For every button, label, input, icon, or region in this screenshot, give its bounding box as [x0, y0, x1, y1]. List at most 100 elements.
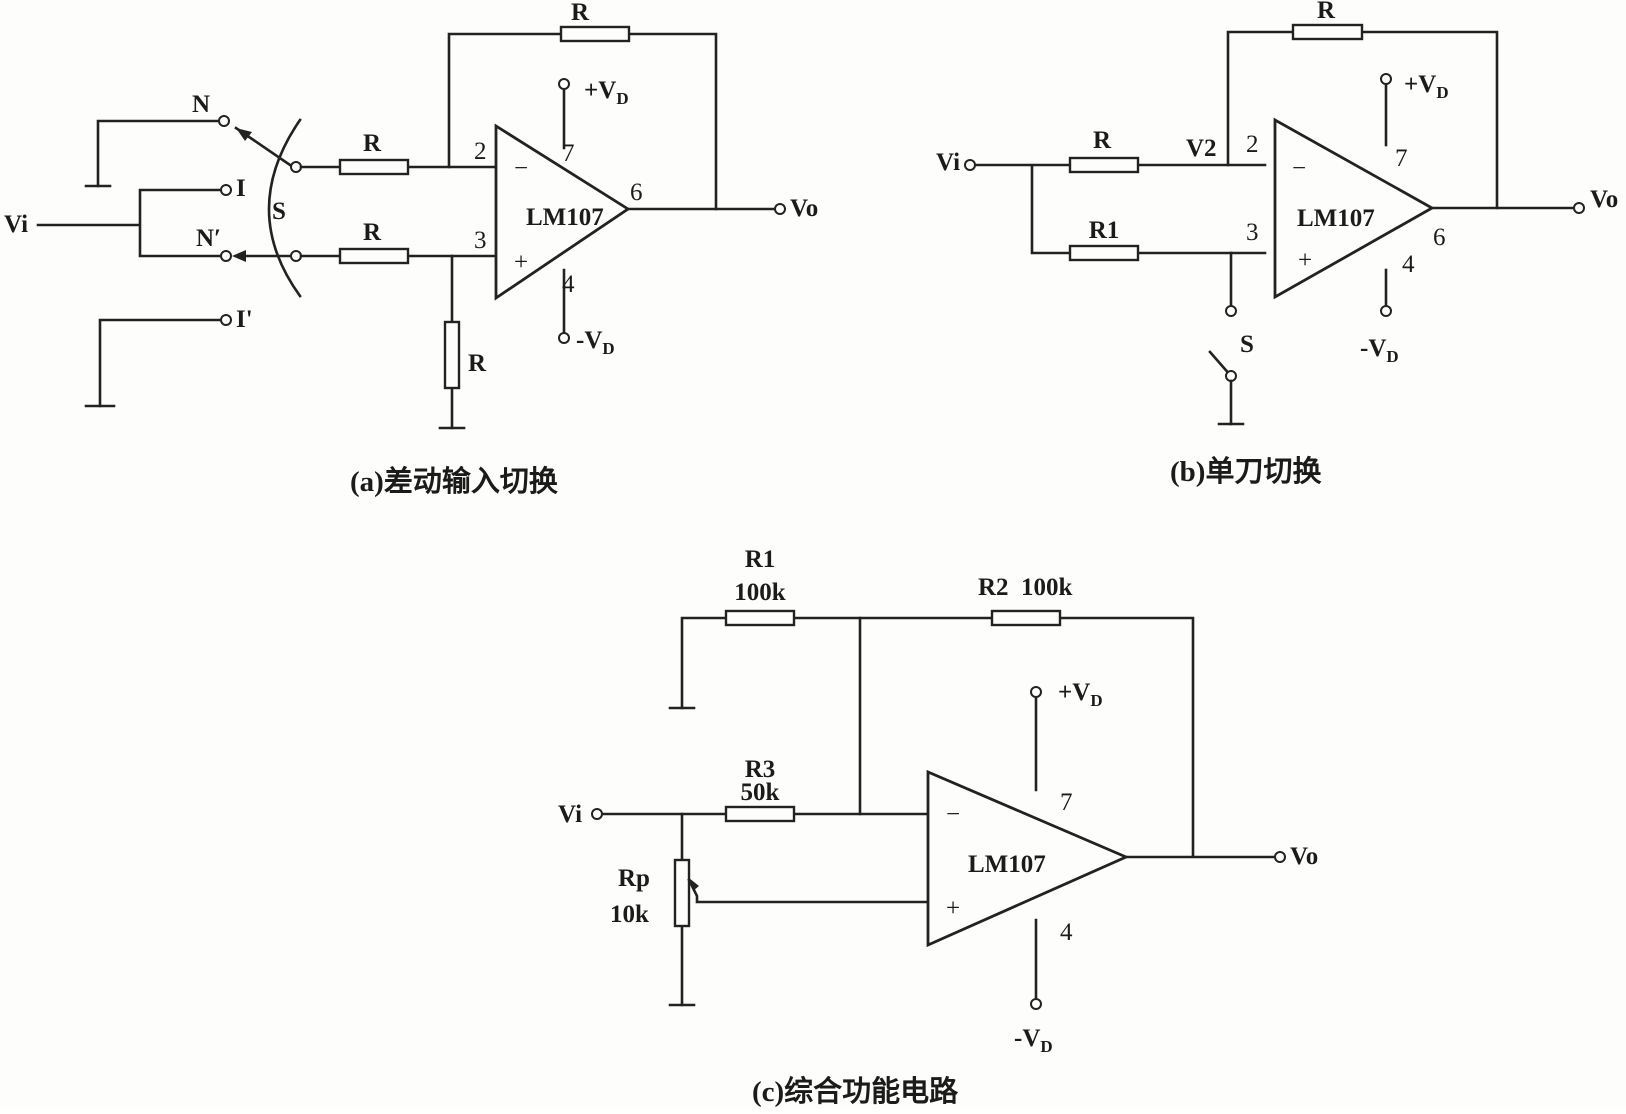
terminal-a-i[interactable]: [220, 184, 232, 196]
label-b-pin-inv: 2: [1246, 131, 1259, 158]
wire-b-inputs: [974, 163, 1267, 255]
label-b-r-inv: R: [1093, 127, 1112, 154]
wire-a-vi-bus: [36, 188, 224, 258]
label-a-r-feedback: R: [571, 0, 590, 26]
resistor-a-feedback: [559, 25, 631, 43]
label-b-supply-neg: -VD: [1360, 335, 1399, 366]
terminal-a-n[interactable]: [218, 115, 230, 127]
wire-b-feedback: [1226, 30, 1499, 210]
label-c-pin-vpos: 7: [1060, 789, 1073, 816]
label-b-r-feedback: R: [1317, 0, 1336, 24]
label-a-pin-noninv: 3: [474, 227, 487, 254]
label-c-sign-noninv: +: [946, 895, 960, 922]
circuit-a: R R R R N I N′ I' S Vi Vo LM107 2 3 7 4 …: [4, 0, 818, 498]
label-b-switch: S: [1240, 331, 1254, 358]
wire-a-feedback: [447, 32, 718, 211]
label-a-sign-inv: −: [514, 155, 528, 182]
label-c-supply-neg: -VD: [1014, 1025, 1053, 1056]
label-c-vi: Vi: [558, 801, 582, 828]
label-b-pin-noninv: 3: [1246, 219, 1259, 246]
terminal-a-vpos: [558, 78, 570, 90]
caption-b: (b)单刀切换: [1170, 455, 1322, 488]
label-b-sign-noninv: +: [1298, 247, 1312, 274]
label-a-opamp: LM107: [526, 204, 604, 231]
label-c-opamp: LM107: [968, 851, 1046, 878]
label-a-sign-noninv: +: [514, 249, 528, 276]
caption-a: (a)差动输入切换: [350, 464, 559, 498]
label-a-r-ground: R: [468, 350, 487, 377]
label-a-supply-pos: +VD: [584, 77, 629, 108]
switch-b-pivot: [1225, 370, 1237, 382]
label-c-vo: Vo: [1290, 843, 1318, 870]
opamp-a: [494, 123, 631, 301]
label-c-r3-name: R3: [745, 756, 776, 783]
label-a-iprime: I': [236, 306, 253, 333]
label-b-vi: Vi: [936, 149, 960, 176]
label-c-r2: R2 100k: [978, 574, 1073, 601]
label-b-vo: Vo: [1590, 186, 1618, 213]
label-b-r-noninv: R1: [1089, 217, 1120, 244]
wire-c-r1-r2: [680, 616, 1195, 857]
resistor-c-r3: [724, 805, 796, 823]
switch-a-arrow-top-icon: [236, 128, 252, 141]
terminal-a-vo[interactable]: [774, 203, 786, 215]
terminal-a-nprime[interactable]: [220, 250, 232, 262]
caption-c: (c)综合功能电路: [752, 1074, 959, 1108]
label-c-rp-value: 10k: [610, 901, 649, 928]
label-c-supply-pos: +VD: [1058, 679, 1103, 710]
label-c-pin-vneg: 4: [1060, 919, 1073, 946]
switch-b-contact: [1225, 305, 1237, 317]
resistor-a-inv: [338, 158, 410, 176]
label-b-pin-out: 6: [1433, 224, 1446, 251]
label-b-sign-inv: −: [1292, 155, 1306, 182]
terminal-c-vo[interactable]: [1274, 851, 1286, 863]
label-b-opamp: LM107: [1297, 205, 1375, 232]
label-b-supply-pos: +VD: [1404, 71, 1449, 102]
label-a-n: N: [192, 91, 210, 118]
label-a-vo: Vo: [790, 195, 818, 222]
circuit-c: R1 100k R2 100k R3 50k Rp 10k Vi Vo LM10…: [558, 546, 1318, 1108]
label-a-vi: Vi: [4, 211, 28, 238]
label-a-i: I: [236, 175, 246, 202]
label-b-pin-vpos: 7: [1395, 145, 1408, 172]
label-a-r-inv: R: [363, 130, 382, 157]
label-a-nprime: N′: [196, 225, 221, 252]
terminal-c-vi[interactable]: [591, 808, 603, 820]
label-c-rp-name: Rp: [618, 865, 650, 892]
label-c-sign-inv: −: [946, 801, 960, 828]
terminal-a-iprime[interactable]: [220, 314, 232, 326]
resistor-a-noninv: [338, 247, 410, 265]
opamp-b: [1273, 117, 1435, 300]
resistor-c-rp[interactable]: [673, 858, 691, 928]
terminal-b-vneg: [1380, 305, 1392, 317]
label-c-r1-name: R1: [745, 546, 776, 573]
resistor-b-inv: [1068, 156, 1140, 174]
opamp-c: [926, 769, 1130, 948]
label-a-pin-inv: 2: [474, 138, 487, 165]
wiper-c-arrow-icon: [689, 878, 699, 891]
circuit-b: R R R1 V2 S Vi Vo LM107 2 3 7 4 6 − + +V…: [936, 0, 1618, 488]
label-c-r3-value: 50k: [741, 779, 780, 806]
terminal-b-vi[interactable]: [964, 159, 976, 171]
wire-a-iprime-ground: [98, 318, 224, 408]
label-a-pin-vneg: 4: [562, 271, 575, 298]
label-a-switch: S: [272, 198, 286, 225]
label-a-pin-out: 6: [630, 179, 643, 206]
wire-a-n-ground: [96, 119, 220, 188]
label-b-v2: V2: [1186, 135, 1217, 162]
terminal-b-vo[interactable]: [1573, 202, 1585, 214]
label-a-r-noninv: R: [363, 219, 382, 246]
terminal-a-vneg: [558, 332, 570, 344]
label-a-supply-neg: -VD: [576, 327, 615, 358]
switch-a-pivot-bottom: [290, 250, 302, 262]
terminal-c-vpos: [1030, 686, 1042, 698]
resistor-a-ground: [443, 320, 461, 390]
label-a-pin-vpos: 7: [562, 140, 575, 167]
terminal-c-vneg: [1030, 998, 1042, 1010]
terminal-b-vpos: [1380, 73, 1392, 85]
resistor-c-r2: [990, 609, 1062, 627]
resistor-b-noninv: [1068, 244, 1140, 262]
switch-a-gang-arc: [267, 118, 302, 298]
